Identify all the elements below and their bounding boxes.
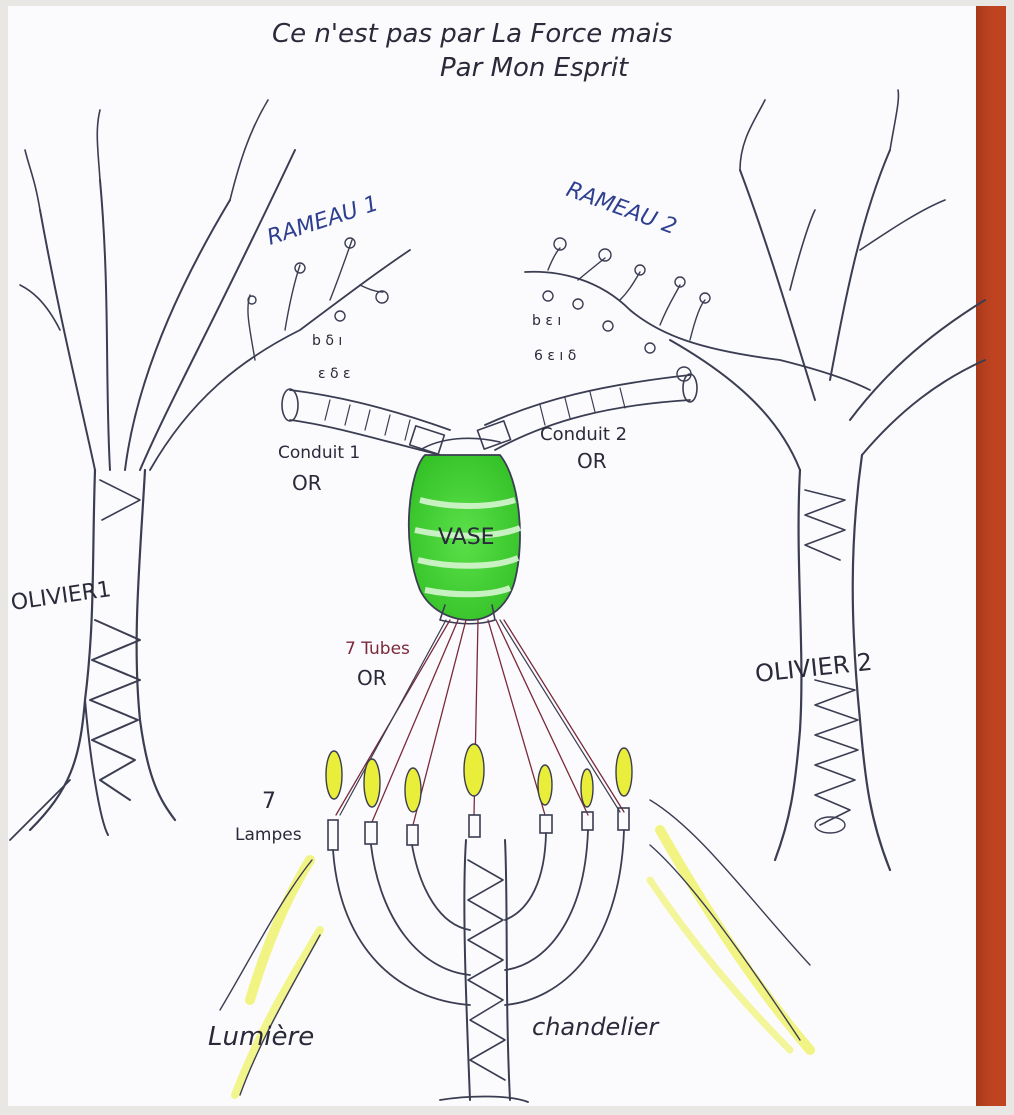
label-lumiere: Lumière xyxy=(208,1022,314,1052)
label-lampes: Lampes xyxy=(235,825,302,845)
svg-text:b ε ı: b ε ı xyxy=(532,313,561,329)
svg-text:ε δ ε: ε δ ε xyxy=(318,366,351,382)
label-tubes-metal: OR xyxy=(357,666,387,690)
title-line-2: Par Mon Esprit xyxy=(440,53,629,83)
label-lampes-number: 7 xyxy=(262,789,276,814)
label-conduit-1: Conduit 1 xyxy=(278,443,360,463)
label-conduit-1-metal: OR xyxy=(292,471,322,495)
title-line-1: Ce n'est pas par La Force mais xyxy=(272,19,673,49)
svg-text:b δ ı: b δ ı xyxy=(312,333,342,349)
label-tubes: 7 Tubes xyxy=(345,639,410,659)
label-vase: VASE xyxy=(438,525,495,550)
label-conduit-2: Conduit 2 xyxy=(540,424,627,445)
label-chandelier: chandelier xyxy=(532,1013,660,1041)
svg-text:6 ε ı δ: 6 ε ı δ xyxy=(534,348,576,364)
label-conduit-2-metal: OR xyxy=(577,449,607,473)
